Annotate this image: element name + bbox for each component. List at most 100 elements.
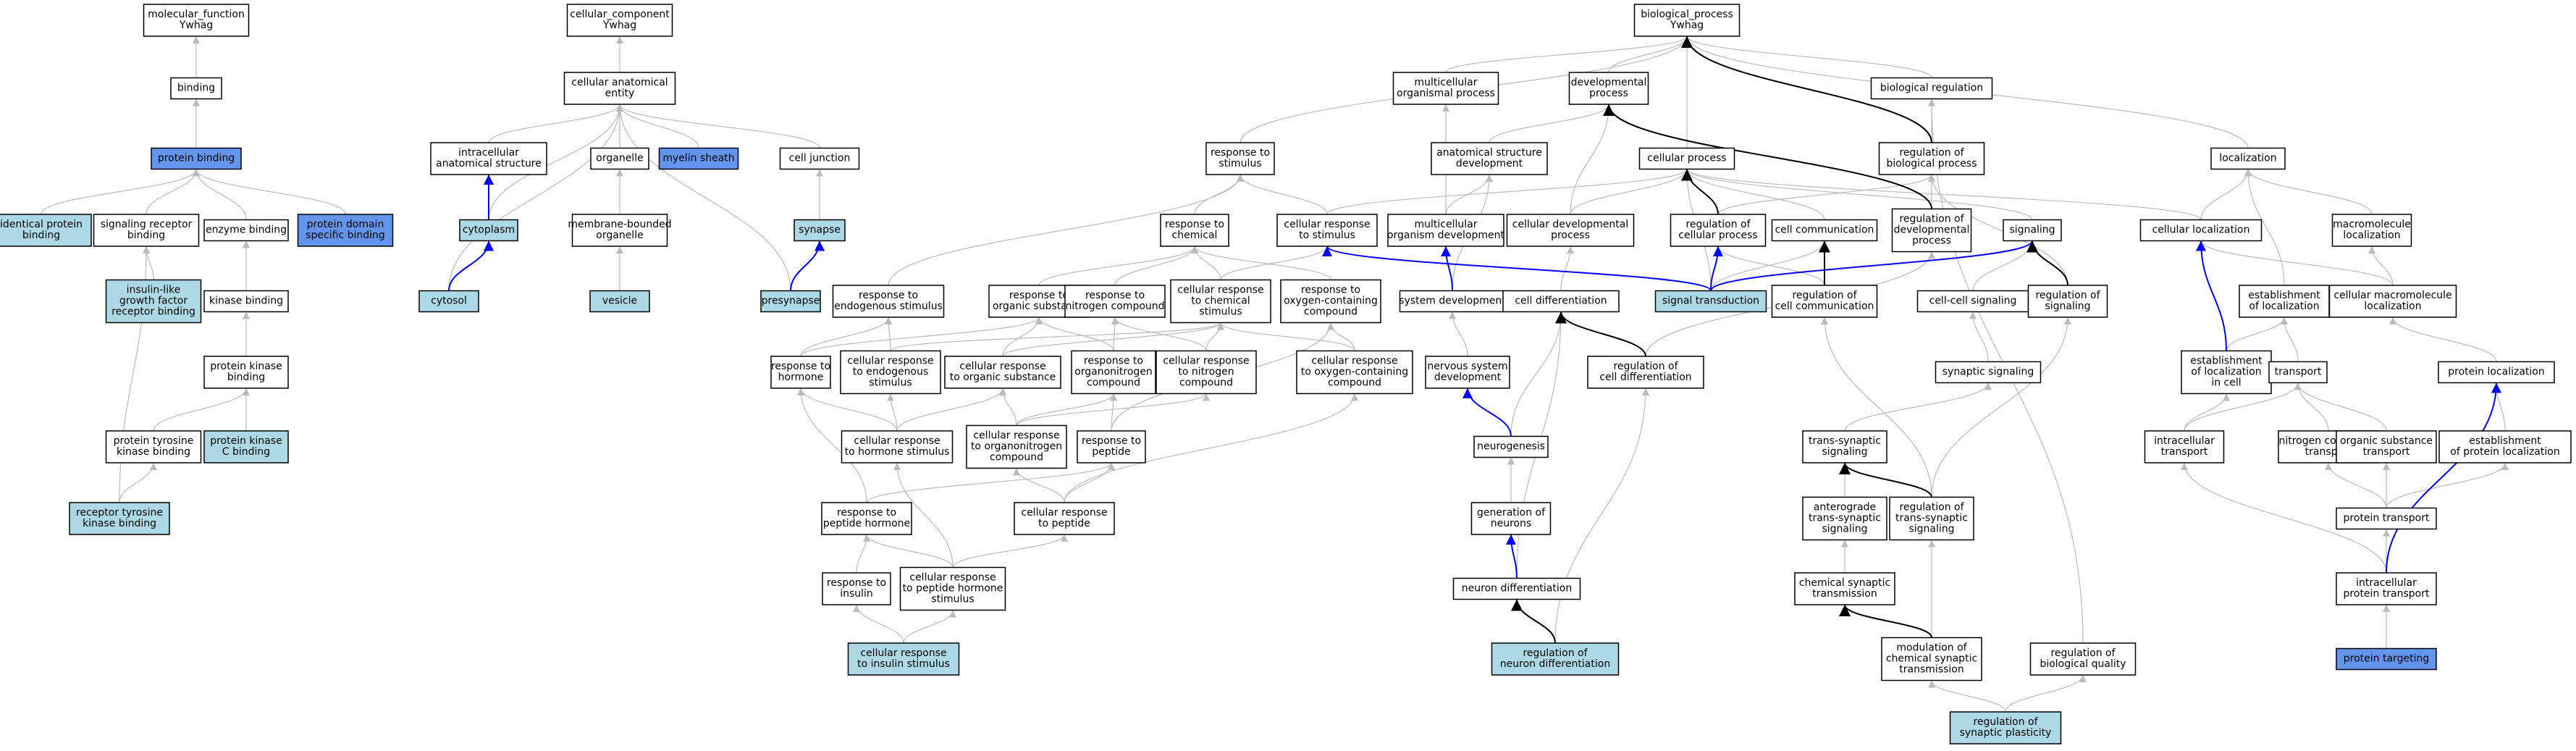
- term-node-cytosol[interactable]: cytosol: [418, 290, 479, 313]
- term-node-binding[interactable]: binding: [170, 77, 222, 100]
- term-node-localization[interactable]: localization: [2210, 147, 2286, 170]
- term-node-transport[interactable]: transport: [2268, 361, 2328, 384]
- term-node-system-development[interactable]: system development: [1399, 290, 1506, 313]
- term-node-signal-transduction[interactable]: signal transduction: [1654, 290, 1767, 313]
- term-node-signaling[interactable]: signaling: [2003, 219, 2062, 242]
- term-node-enzyme-binding[interactable]: enzyme binding: [203, 219, 289, 242]
- term-node-cell-cell-signaling[interactable]: cell-cell signaling: [1916, 290, 2029, 313]
- term-node-protein-transport[interactable]: protein transport: [2336, 507, 2437, 530]
- term-node-synapse[interactable]: synapse: [794, 219, 846, 242]
- term-node-cytoplasm[interactable]: cytoplasm: [459, 219, 518, 242]
- term-node-neurogenesis[interactable]: neurogenesis: [1473, 435, 1549, 458]
- term-label-line: anatomical structure: [1436, 147, 1542, 159]
- term-node-protein-localization[interactable]: protein localization: [2438, 361, 2555, 384]
- term-node-myelin-sheath[interactable]: myelin sheath: [658, 147, 739, 170]
- term-node-synaptic-signaling[interactable]: synaptic signaling: [1935, 361, 2042, 384]
- term-node-biological-regulation[interactable]: biological regulation: [1870, 77, 1993, 100]
- term-label: presynapse: [762, 295, 820, 307]
- term-node-cell-differentiation[interactable]: cell differentiation: [1502, 290, 1620, 313]
- term-node-cell-junction[interactable]: cell junction: [779, 147, 860, 170]
- term-node-neuron-differentiation[interactable]: neuron differentiation: [1452, 577, 1581, 600]
- term-node-protein-targeting[interactable]: protein targeting: [2336, 647, 2437, 671]
- term-node-vesicle[interactable]: vesicle: [589, 290, 650, 313]
- term-node-presynapse[interactable]: presynapse: [760, 290, 821, 313]
- term-node-cellular-process[interactable]: cellular process: [1638, 147, 1735, 170]
- term-node-cell-communication[interactable]: cell communication: [1771, 219, 1878, 242]
- term-label-line: process: [1551, 230, 1590, 241]
- term-label-line: insulin-like: [127, 285, 181, 296]
- term-node-organelle[interactable]: organelle: [590, 147, 649, 170]
- term-node-cellular-localization[interactable]: cellular localization: [2139, 219, 2263, 242]
- term-node-kinase-binding[interactable]: kinase binding: [203, 290, 289, 313]
- term-node-protein-binding[interactable]: protein binding: [151, 147, 242, 170]
- term-box: [1473, 435, 1549, 458]
- term-label-line: binding: [227, 372, 265, 383]
